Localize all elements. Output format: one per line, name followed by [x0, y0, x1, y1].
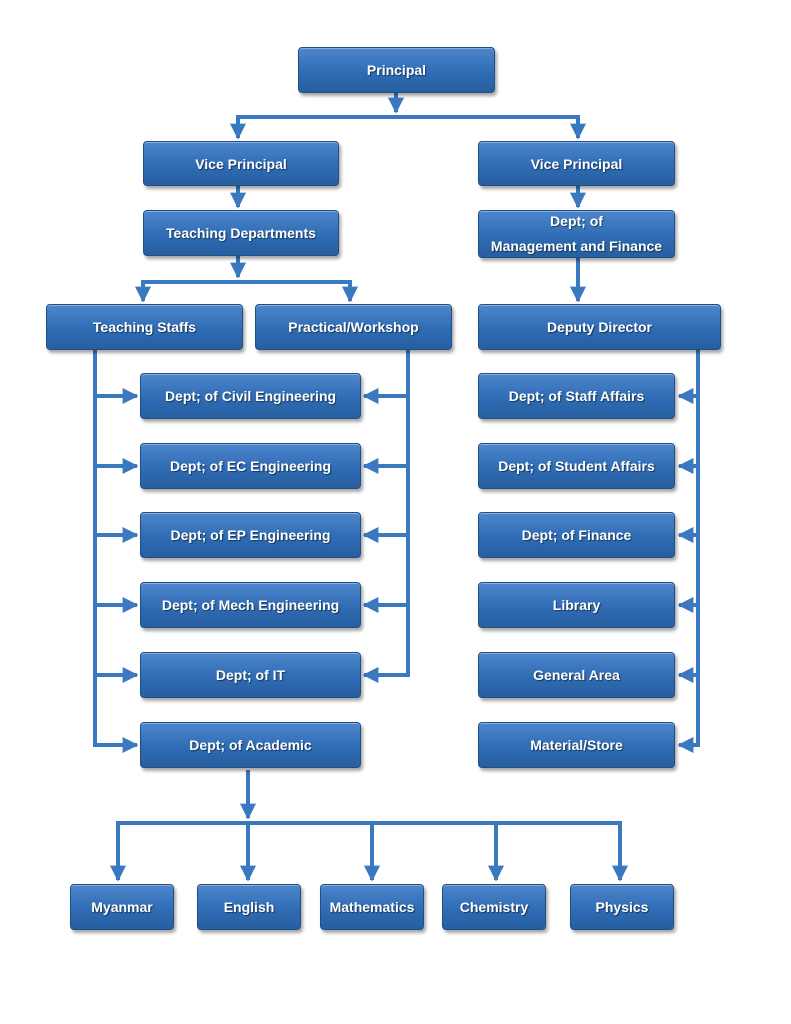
teaching-staffs-box: Teaching Staffs: [46, 304, 243, 350]
vice-principal-left-box: Vice Principal: [143, 141, 339, 186]
library-box: Library: [478, 582, 675, 628]
teaching-departments-box: Teaching Departments: [143, 210, 339, 256]
dept-student-affairs-label: Dept; of Student Affairs: [498, 458, 655, 474]
material-store-label: Material/Store: [530, 737, 623, 753]
dept-it-label: Dept; of IT: [215, 667, 286, 683]
practical-workshop-box: Practical/Workshop: [255, 304, 452, 350]
dept-finance-label: Dept; of Finance: [521, 527, 632, 543]
deputy-director-label: Deputy Director: [546, 319, 653, 335]
subject-english-label: English: [223, 899, 275, 915]
subject-myanmar-box: Myanmar: [70, 884, 174, 930]
dept-ec-box: Dept; of EC Engineering: [140, 443, 361, 489]
deputy-director-box: Deputy Director: [478, 304, 721, 350]
dept-staff-affairs-box: Dept; of Staff Affairs: [478, 373, 675, 419]
dept-management-finance-line1: Dept; of: [550, 213, 603, 229]
subject-english-box: English: [197, 884, 301, 930]
subject-myanmar-label: Myanmar: [91, 899, 153, 915]
subject-mathematics-box: Mathematics: [320, 884, 424, 930]
dept-academic-label: Dept; of Academic: [189, 737, 312, 753]
dept-mech-box: Dept; of Mech Engineering: [140, 582, 361, 628]
principal-box: Principal: [298, 47, 495, 93]
dept-staff-affairs-label: Dept; of Staff Affairs: [508, 388, 645, 404]
principal-label: Principal: [366, 62, 427, 78]
teaching-departments-label: Teaching Departments: [166, 225, 316, 241]
library-label: Library: [552, 597, 601, 613]
vice-principal-right-label: Vice Principal: [530, 155, 623, 172]
subject-mathematics-label: Mathematics: [329, 899, 415, 915]
dept-it-box: Dept; of IT: [140, 652, 361, 698]
dept-civil-box: Dept; of Civil Engineering: [140, 373, 361, 419]
material-store-box: Material/Store: [478, 722, 675, 768]
dept-management-finance-text: Dept; of Management and Finance: [491, 209, 662, 259]
dept-ep-box: Dept; of EP Engineering: [140, 512, 361, 558]
subject-physics-box: Physics: [570, 884, 674, 930]
dept-finance-box: Dept; of Finance: [478, 512, 675, 558]
dept-management-finance-line2: Management and Finance: [490, 238, 663, 254]
dept-ep-label: Dept; of EP Engineering: [170, 527, 331, 543]
dept-ec-label: Dept; of EC Engineering: [170, 458, 331, 474]
dept-mech-label: Dept; of Mech Engineering: [161, 597, 340, 613]
subject-chemistry-label: Chemistry: [459, 899, 529, 915]
vice-principal-left-label: Vice Principal: [195, 155, 287, 172]
subject-physics-label: Physics: [595, 899, 649, 915]
dept-academic-box: Dept; of Academic: [140, 722, 361, 768]
practical-workshop-label: Practical/Workshop: [288, 319, 419, 335]
dept-student-affairs-box: Dept; of Student Affairs: [478, 443, 675, 489]
general-area-box: General Area: [478, 652, 675, 698]
subject-chemistry-box: Chemistry: [442, 884, 546, 930]
vice-principal-right-box: Vice Principal: [478, 141, 675, 186]
dept-management-finance-box: Dept; of Management and Finance: [478, 210, 675, 258]
general-area-label: General Area: [533, 667, 620, 683]
dept-civil-label: Dept; of Civil Engineering: [164, 388, 337, 404]
teaching-staffs-label: Teaching Staffs: [92, 319, 197, 335]
